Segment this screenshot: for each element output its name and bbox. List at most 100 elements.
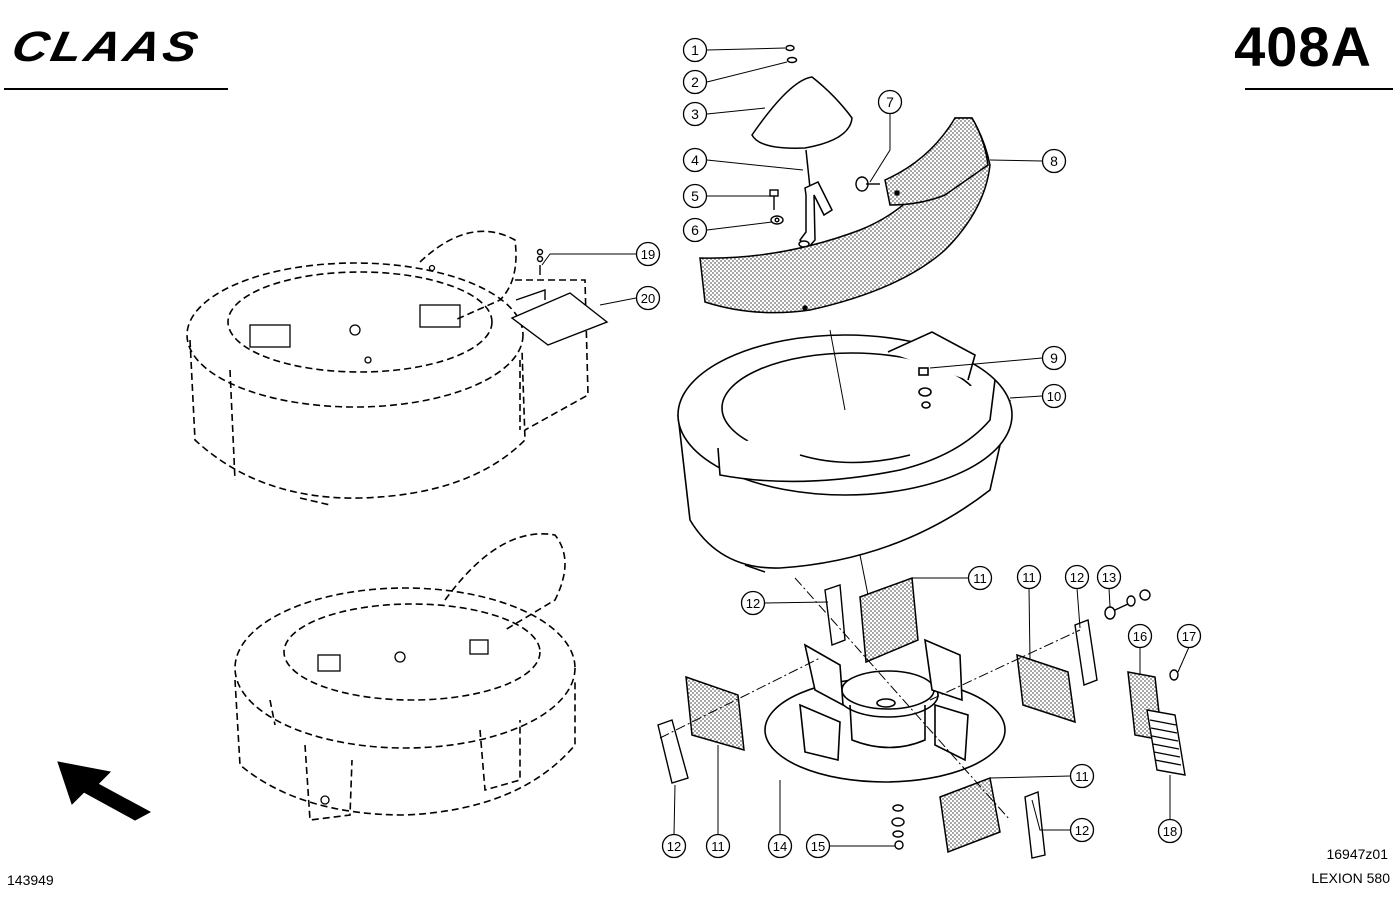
callout-circle — [682, 69, 708, 95]
callout-label: 11 — [711, 839, 725, 854]
callout-circle — [1157, 818, 1183, 844]
callout-12: 12 — [661, 833, 687, 859]
callout-label: 14 — [773, 839, 787, 854]
callout-label: 12 — [667, 839, 681, 854]
assembly-view-lower-details — [317, 639, 489, 805]
callout-label: 11 — [1022, 570, 1036, 585]
callout-label: 20 — [641, 291, 655, 306]
callout-label: 17 — [1182, 629, 1196, 644]
callout-label: 16 — [1133, 629, 1147, 644]
callout-circle — [1041, 148, 1067, 174]
bracket-4 — [798, 149, 833, 250]
assembly-view-lower — [234, 533, 576, 821]
callout-label: 11 — [1075, 769, 1089, 784]
header-rule-right — [1245, 88, 1393, 90]
callout-circle — [1127, 623, 1153, 649]
callout-5: 5 — [682, 183, 708, 209]
callout-13: 13 — [1096, 564, 1122, 590]
callout-18: 18 — [1157, 818, 1183, 844]
washer-6 — [770, 215, 784, 225]
callout-12: 12 — [1064, 564, 1090, 590]
callout-circle — [682, 217, 708, 243]
callout-circle — [682, 147, 708, 173]
callout-label: 8 — [1050, 153, 1058, 169]
callout-label: 18 — [1163, 824, 1177, 839]
callout-label: 12 — [746, 596, 760, 611]
callout-11: 11 — [705, 833, 731, 859]
callout-circle — [682, 101, 708, 127]
callout-circle — [1176, 623, 1202, 649]
cover-plate-20 — [510, 248, 609, 346]
callout-6: 6 — [682, 217, 708, 243]
callout-circle — [877, 89, 903, 115]
callout-4: 4 — [682, 147, 708, 173]
callout-circle — [682, 37, 708, 63]
callout-label: 11 — [973, 571, 987, 586]
fastener-set-15 — [891, 804, 905, 850]
callout-3: 3 — [682, 101, 708, 127]
spreader-cone-3 — [751, 44, 853, 149]
callout-14: 14 — [767, 833, 793, 859]
assembly-view-upper — [186, 230, 589, 506]
comb-18 — [1146, 709, 1186, 776]
callout-9: 9 — [1041, 345, 1067, 371]
callout-circle — [705, 833, 731, 859]
callout-circle — [661, 833, 687, 859]
screw-17 — [1169, 669, 1179, 681]
callout-label: 7 — [886, 94, 894, 110]
callout-circle — [1096, 564, 1122, 590]
callout-label: 9 — [1050, 350, 1058, 366]
callout-circle — [967, 565, 993, 591]
callout-circle — [682, 183, 708, 209]
callout-2: 2 — [682, 69, 708, 95]
direction-arrow-icon — [57, 761, 152, 821]
callout-label: 2 — [691, 74, 699, 90]
bolt-7 — [855, 176, 880, 192]
model-name: LEXION 580 — [1311, 870, 1390, 886]
callout-circle — [1069, 763, 1095, 789]
callout-19: 19 — [635, 241, 661, 267]
callout-8: 8 — [1041, 148, 1067, 174]
callout-label: 13 — [1102, 570, 1116, 585]
callout-20: 20 — [635, 285, 661, 311]
callout-label: 19 — [641, 247, 655, 262]
bracket-12 — [657, 584, 1098, 859]
callout-7: 7 — [877, 89, 903, 115]
paddle-11 — [685, 576, 1076, 854]
callout-11: 11 — [1016, 564, 1042, 590]
callout-circle — [1064, 564, 1090, 590]
callout-circle — [635, 285, 661, 311]
illustration-number: 143949 — [7, 872, 54, 888]
callout-circle — [1041, 383, 1067, 409]
callout-label: 12 — [1075, 823, 1089, 838]
bolt-5 — [769, 189, 779, 210]
callout-label: 15 — [811, 839, 825, 854]
leader-lines — [541, 47, 1190, 847]
callout-circle — [635, 241, 661, 267]
callout-label: 5 — [691, 188, 699, 204]
callout-15: 15 — [805, 833, 831, 859]
callout-17: 17 — [1176, 623, 1202, 649]
alignment-lines — [659, 577, 1081, 821]
callout-1: 1 — [682, 37, 708, 63]
callout-10: 10 — [1041, 383, 1067, 409]
callout-label: 12 — [1070, 570, 1084, 585]
rotor-disc-14 — [764, 638, 1006, 783]
assembly-view-upper-details — [249, 264, 461, 364]
callout-circle — [805, 833, 831, 859]
callout-circle — [1041, 345, 1067, 371]
callout-16: 16 — [1127, 623, 1153, 649]
callout-label: 10 — [1047, 389, 1061, 404]
callout-12: 12 — [740, 590, 766, 616]
spreader-housing-10 — [677, 331, 1013, 573]
callout-12: 12 — [1069, 817, 1095, 843]
page-code: 408A — [1234, 15, 1372, 78]
drawing-number: 16947z01 — [1326, 846, 1388, 862]
wear-liner-8 — [699, 117, 991, 314]
callout-11: 11 — [967, 565, 993, 591]
callout-circle — [1016, 564, 1042, 590]
callout-label: 4 — [691, 152, 699, 168]
